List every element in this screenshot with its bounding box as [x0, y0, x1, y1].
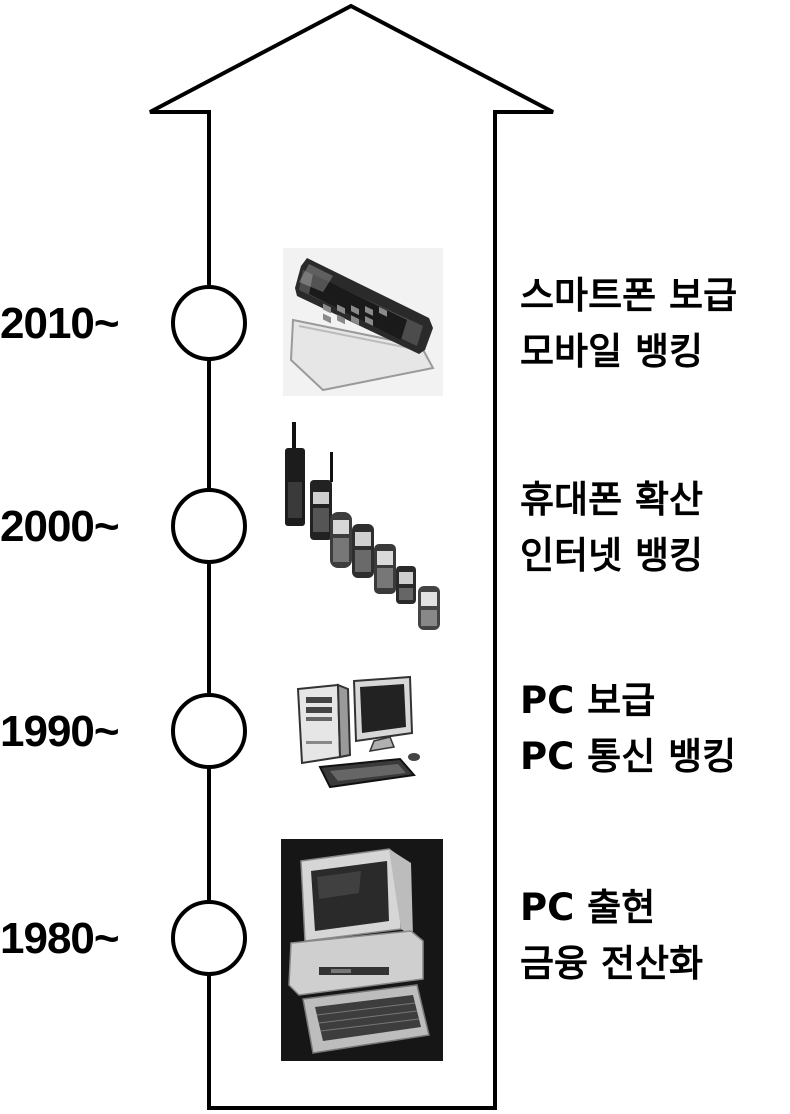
description-2010-line1: 스마트폰 보급: [520, 274, 738, 317]
timeline-marker-2010: [171, 285, 247, 361]
timeline-marker-2000: [171, 488, 247, 564]
description-1980-line1: PC 출현: [520, 886, 656, 929]
year-label-2000: 2000~: [0, 502, 120, 551]
description-2010: 스마트폰 보급 모바일 뱅킹: [520, 268, 790, 380]
description-2010-line2: 모바일 뱅킹: [520, 330, 704, 373]
year-label-1980: 1980~: [0, 914, 120, 963]
mobile-phones-evolution-image: [272, 420, 444, 632]
description-1980-line2: 금융 전산화: [520, 942, 704, 985]
year-label-2010: 2010~: [0, 299, 120, 348]
arrow-outline: [149, 3, 554, 1110]
smartphone-image: [283, 248, 443, 396]
desktop-pc-image: [290, 675, 422, 795]
description-1990-line2: PC 통신 뱅킹: [520, 735, 737, 778]
description-2000: 휴대폰 확산 인터넷 뱅킹: [520, 472, 790, 584]
description-1980: PC 출현 금융 전산화: [520, 880, 790, 992]
description-1990: PC 보급 PC 통신 뱅킹: [520, 673, 790, 785]
description-2000-line1: 휴대폰 확산: [520, 478, 704, 521]
timeline-marker-1980: [171, 900, 247, 976]
description-1990-line1: PC 보급: [520, 679, 656, 722]
timeline-marker-1990: [171, 693, 247, 769]
description-2000-line2: 인터넷 뱅킹: [520, 534, 704, 577]
year-label-1990: 1990~: [0, 707, 120, 756]
early-computer-image: [281, 839, 443, 1061]
